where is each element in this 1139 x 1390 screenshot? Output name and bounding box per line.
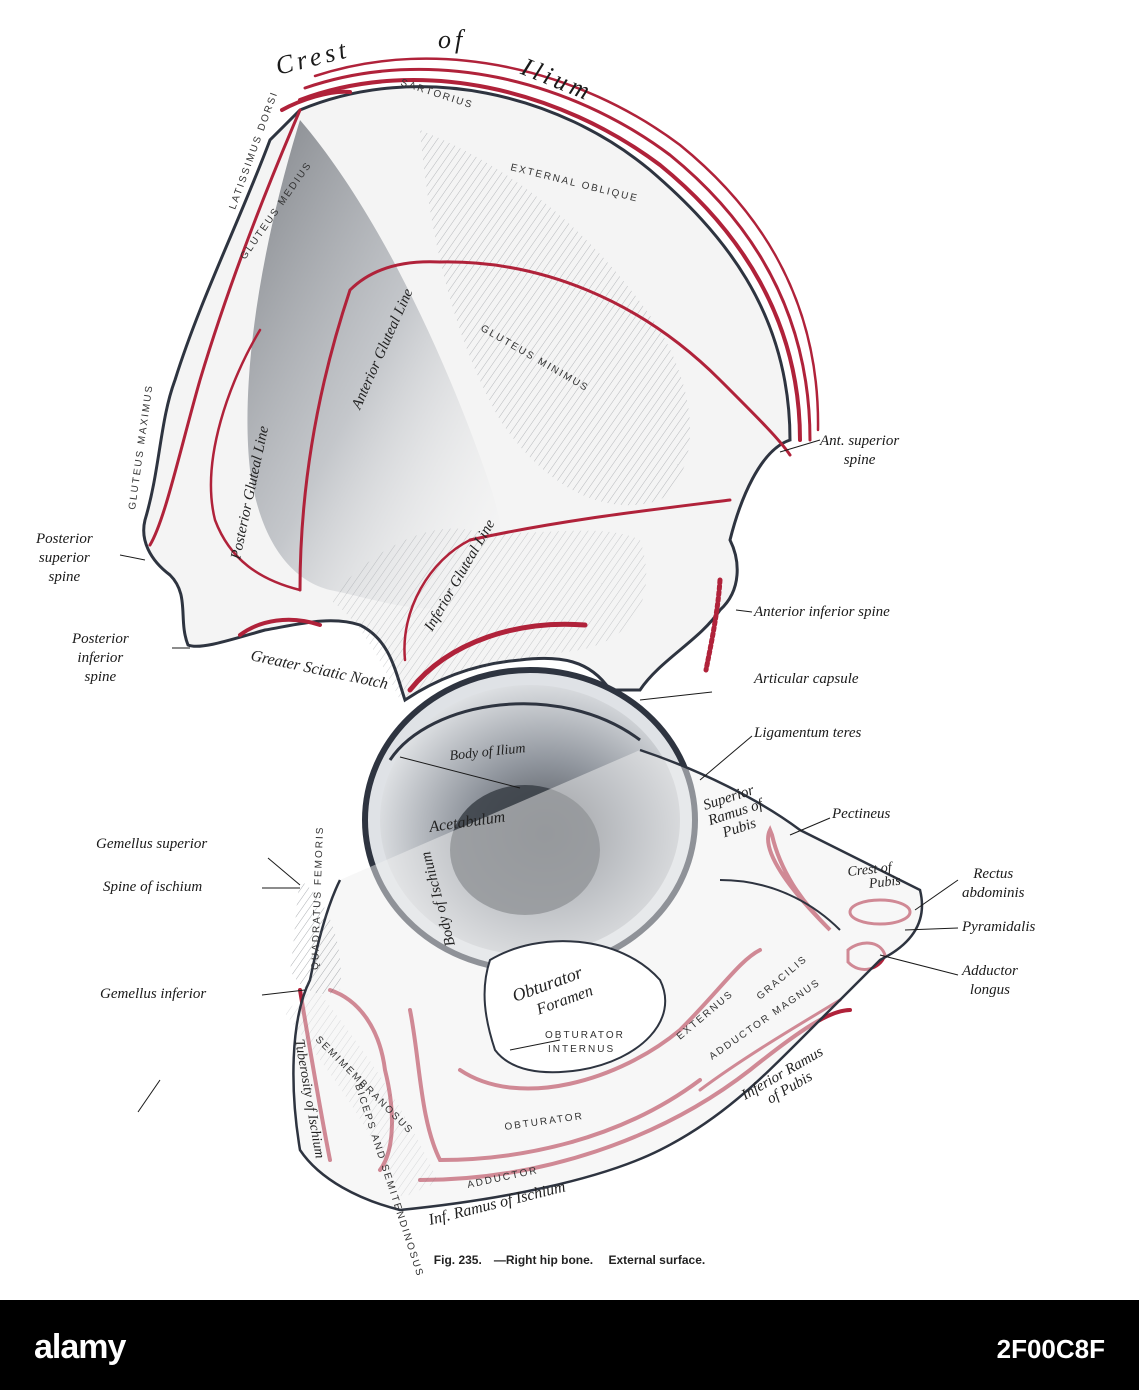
label-articular-capsule: Articular capsule: [754, 671, 859, 687]
label-anterior-inferior-spine: Anterior inferior spine: [754, 604, 890, 620]
label-greater-sciatic-notch: Greater Sciatic Notch: [249, 647, 389, 693]
label-crest-of-pubis-line1: Crest of: [847, 860, 895, 880]
caption-title: —Right hip bone.: [493, 1253, 594, 1267]
label-ant-superior-spine-line2: spine: [843, 452, 876, 468]
label-posterior-inferior-line3: spine: [84, 669, 117, 685]
ilium-wing: [142, 85, 792, 703]
label-crest-of-pubis-line2: Pubis: [867, 874, 902, 892]
stock-logo: alamy: [34, 1328, 126, 1366]
label-adductor-longus-line1: Adductor: [962, 963, 1018, 979]
caption-fig-number: Fig. 235.: [433, 1253, 482, 1267]
label-posterior-inferior-line2: inferior: [77, 650, 124, 666]
label-rectus-line2: abdominis: [962, 885, 1025, 901]
label-rectus-abdominis: Rectus abdominis: [962, 865, 1025, 903]
label-posterior-superior-line3: spine: [48, 569, 81, 585]
label-posterior-superior-line2: superior: [38, 550, 90, 566]
label-gemellus-superior: Gemellus superior: [96, 836, 208, 852]
label-rectus-line1: Rectus: [973, 866, 1014, 882]
label-posterior-inferior-spine: Posterior inferior spine: [72, 630, 129, 687]
label-posterior-superior-line1: Posterior: [36, 531, 93, 547]
label-quadratus: QUADRATUS FEMORIS: [310, 825, 326, 970]
stock-image-id: 2F00C8F: [996, 1334, 1105, 1364]
label-gemellus-inferior: Gemellus inferior: [100, 986, 207, 1002]
caption-subtitle: External surface.: [608, 1253, 706, 1267]
leader-lines: [119, 439, 959, 1113]
label-ant-superior-spine-line1: Ant. superior: [820, 433, 900, 449]
label-adductor-longus-line2: longus: [969, 982, 1010, 998]
label-pectineus: Pectineus: [832, 806, 891, 822]
label-of: of: [438, 25, 467, 54]
pubis-ischium: [284, 748, 924, 1212]
label-adductor-longus: Adductor longus: [962, 962, 1018, 1000]
label-crest-of-pubis: Crest of Pubis: [847, 860, 902, 894]
label-spine-of-ischium: Spine of ischium: [103, 879, 203, 895]
stock-footer-bar: alamy 2F00C8F: [0, 1300, 1139, 1390]
label-posterior-inferior-line1: Posterior: [72, 631, 129, 647]
label-ant-superior-spine: Ant. superior spine: [820, 432, 899, 470]
label-ligamentum-teres: Ligamentum teres: [754, 725, 862, 741]
label-obturator-internus-1: OBTURATOR: [545, 1030, 625, 1041]
label-obturator-internus-2: INTERNUS: [548, 1044, 615, 1055]
figure-caption: Fig. 235. —Right hip bone. External surfa…: [0, 1253, 1139, 1267]
label-posterior-superior-spine: Posterior superior spine: [36, 530, 93, 587]
label-pyramidalis: Pyramidalis: [962, 919, 1036, 935]
hip-bone-illustration: Posterior Gluteal Line Anterior Gluteal …: [119, 57, 959, 1279]
